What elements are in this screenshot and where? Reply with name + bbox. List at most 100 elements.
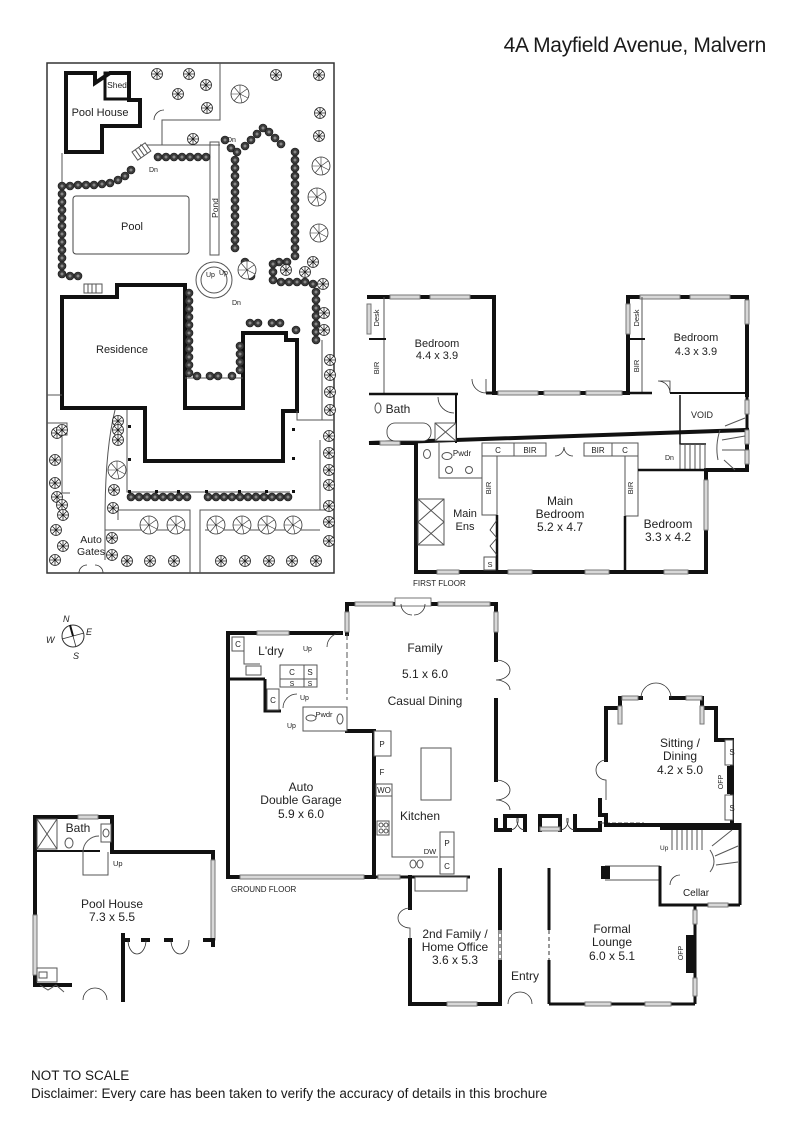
svg-text:C: C: [235, 640, 241, 649]
bedroom-2-label: Bedroom: [674, 332, 719, 344]
svg-text:S: S: [290, 681, 295, 688]
svg-text:Home Office: Home Office: [422, 940, 489, 954]
svg-text:DW: DW: [424, 847, 437, 856]
shed-outline: [103, 71, 131, 101]
formal-lounge-label: Formal: [593, 922, 630, 936]
svg-text:Gates: Gates: [77, 546, 105, 558]
pool-house-outline: [64, 71, 142, 154]
svg-text:Pwdr: Pwdr: [453, 449, 472, 458]
sitting-dining-size: 4.2 x 5.0: [657, 763, 703, 777]
svg-text:WO: WO: [377, 786, 391, 795]
svg-text:N: N: [63, 614, 70, 624]
svg-text:S: S: [487, 560, 492, 569]
svg-text:S: S: [729, 748, 734, 757]
svg-text:Dn: Dn: [149, 167, 158, 174]
formal-lounge-size: 6.0 x 5.1: [589, 949, 635, 963]
family-label: Family: [407, 641, 442, 655]
home-office-label: 2nd Family /: [422, 927, 488, 941]
svg-text:W: W: [46, 635, 56, 645]
svg-text:BIR: BIR: [632, 359, 641, 372]
bedroom-3-label: Bedroom: [644, 517, 693, 531]
svg-text:P: P: [444, 839, 449, 848]
svg-text:Lounge: Lounge: [592, 935, 632, 949]
svg-text:Up: Up: [660, 845, 669, 852]
pool-house-label: Pool House: [81, 897, 143, 911]
pool-outline: [72, 195, 190, 255]
svg-text:Pwdr: Pwdr: [315, 710, 333, 719]
pool-label: Pool: [121, 221, 143, 233]
svg-text:BIR: BIR: [523, 446, 537, 455]
svg-text:F: F: [380, 768, 385, 777]
svg-text:Dn: Dn: [232, 300, 241, 307]
entry-label: Entry: [511, 969, 539, 983]
svg-text:S: S: [307, 668, 312, 677]
not-to-scale-note: NOT TO SCALE: [31, 1068, 130, 1083]
svg-text:Up: Up: [303, 646, 312, 653]
garage-label: Auto: [289, 780, 314, 794]
svg-text:Up: Up: [206, 272, 215, 279]
pool-house-size: 7.3 x 5.5: [89, 910, 135, 924]
residence-outline: [60, 283, 299, 463]
svg-text:Desk: Desk: [632, 309, 641, 326]
disclaimer-text: Disclaimer: Every care has been taken to…: [31, 1086, 548, 1101]
svg-text:Ens: Ens: [456, 521, 475, 533]
bath-label: Bath: [386, 402, 411, 416]
home-office-size: 3.6 x 5.3: [432, 953, 478, 967]
bedroom-3-size: 3.3 x 4.2: [645, 530, 691, 544]
first-floor-label: FIRST FLOOR: [413, 579, 466, 588]
svg-text:C: C: [289, 668, 295, 677]
sitting-dining-label: Sitting /: [660, 736, 701, 750]
svg-text:Dn: Dn: [227, 137, 236, 144]
svg-text:BIR: BIR: [484, 481, 493, 494]
site-plan: Shed Pool House Pool Pond Up Up Dn Dn Dn…: [46, 62, 336, 574]
shed-label: Shed: [107, 80, 127, 90]
svg-text:E: E: [86, 627, 93, 637]
void-label: VOID: [691, 410, 714, 420]
svg-text:OFP: OFP: [678, 945, 685, 960]
svg-text:P: P: [379, 740, 384, 749]
svg-text:BIR: BIR: [591, 446, 605, 455]
svg-text:Dn: Dn: [665, 455, 674, 462]
svg-text:Up: Up: [300, 695, 309, 702]
bedroom-1-label: Bedroom: [415, 338, 460, 350]
main-bedroom-size: 5.2 x 4.7: [537, 520, 583, 534]
laundry-label: L'dry: [258, 644, 284, 658]
svg-text:Up: Up: [219, 270, 228, 277]
svg-text:Up: Up: [113, 859, 123, 868]
svg-text:Bedroom: Bedroom: [536, 507, 585, 521]
hedge-rows: [57, 123, 321, 502]
ground-floor-label: GROUND FLOOR: [231, 885, 297, 894]
pool-house-label: Pool House: [72, 107, 129, 119]
pool-house-plan: Bath Up Pool House 7.3 x 5.5: [32, 814, 216, 1002]
pond-outline: [209, 141, 220, 256]
bedroom-1-size: 4.4 x 3.9: [416, 350, 458, 362]
svg-text:C: C: [622, 446, 628, 455]
residence-label: Residence: [96, 344, 148, 356]
svg-text:BIR: BIR: [626, 481, 635, 494]
main-ens-label: Main: [453, 508, 477, 520]
pool-house-bath-label: Bath: [66, 821, 91, 835]
ground-floor-plan: C L'dry C S S S C Up Up Up Pwdr Auto Dou…: [226, 597, 742, 1007]
svg-text:C: C: [270, 696, 276, 705]
cellar-label: Cellar: [683, 888, 710, 899]
svg-text:Up: Up: [287, 723, 296, 730]
auto-gates-label: Auto: [80, 534, 102, 546]
svg-text:OFP: OFP: [718, 774, 725, 789]
svg-text:Desk: Desk: [372, 309, 381, 326]
svg-text:Double Garage: Double Garage: [260, 793, 342, 807]
svg-text:C: C: [495, 446, 501, 455]
svg-text:Dining: Dining: [663, 749, 697, 763]
first-floor-plan: Desk BIR Bedroom 4.4 x 3.9 Desk BIR Bedr…: [366, 294, 750, 588]
pond-label: Pond: [210, 198, 220, 218]
bedroom-2-size: 4.3 x 3.9: [675, 346, 717, 358]
property-address: 4A Mayfield Avenue, Malvern: [503, 34, 767, 57]
compass-icon: N E S W: [46, 614, 93, 661]
family-size: 5.1 x 6.0: [402, 667, 448, 681]
svg-text:S: S: [729, 804, 734, 813]
garage-size: 5.9 x 6.0: [278, 807, 324, 821]
casual-dining-label: Casual Dining: [388, 694, 463, 708]
svg-text:C: C: [444, 862, 450, 871]
kitchen-label: Kitchen: [400, 809, 440, 823]
svg-text:S: S: [73, 651, 79, 661]
